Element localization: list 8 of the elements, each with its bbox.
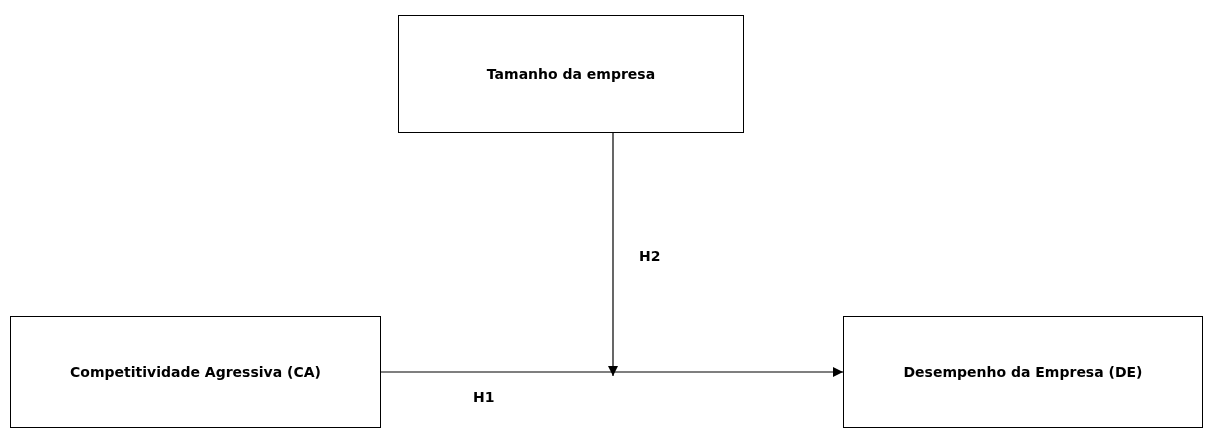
arrow — [380, 367, 844, 377]
construct-box — [398, 15, 744, 133]
arrow — [608, 132, 618, 377]
construct-box — [843, 316, 1203, 428]
construct-name: Desempenho da Empresa (DE) — [903, 364, 1143, 380]
construct-name: Tamanho da empresa — [486, 66, 656, 82]
construct-name: Competitividade Agressiva (CA) — [70, 364, 321, 380]
construct-box — [10, 316, 381, 428]
